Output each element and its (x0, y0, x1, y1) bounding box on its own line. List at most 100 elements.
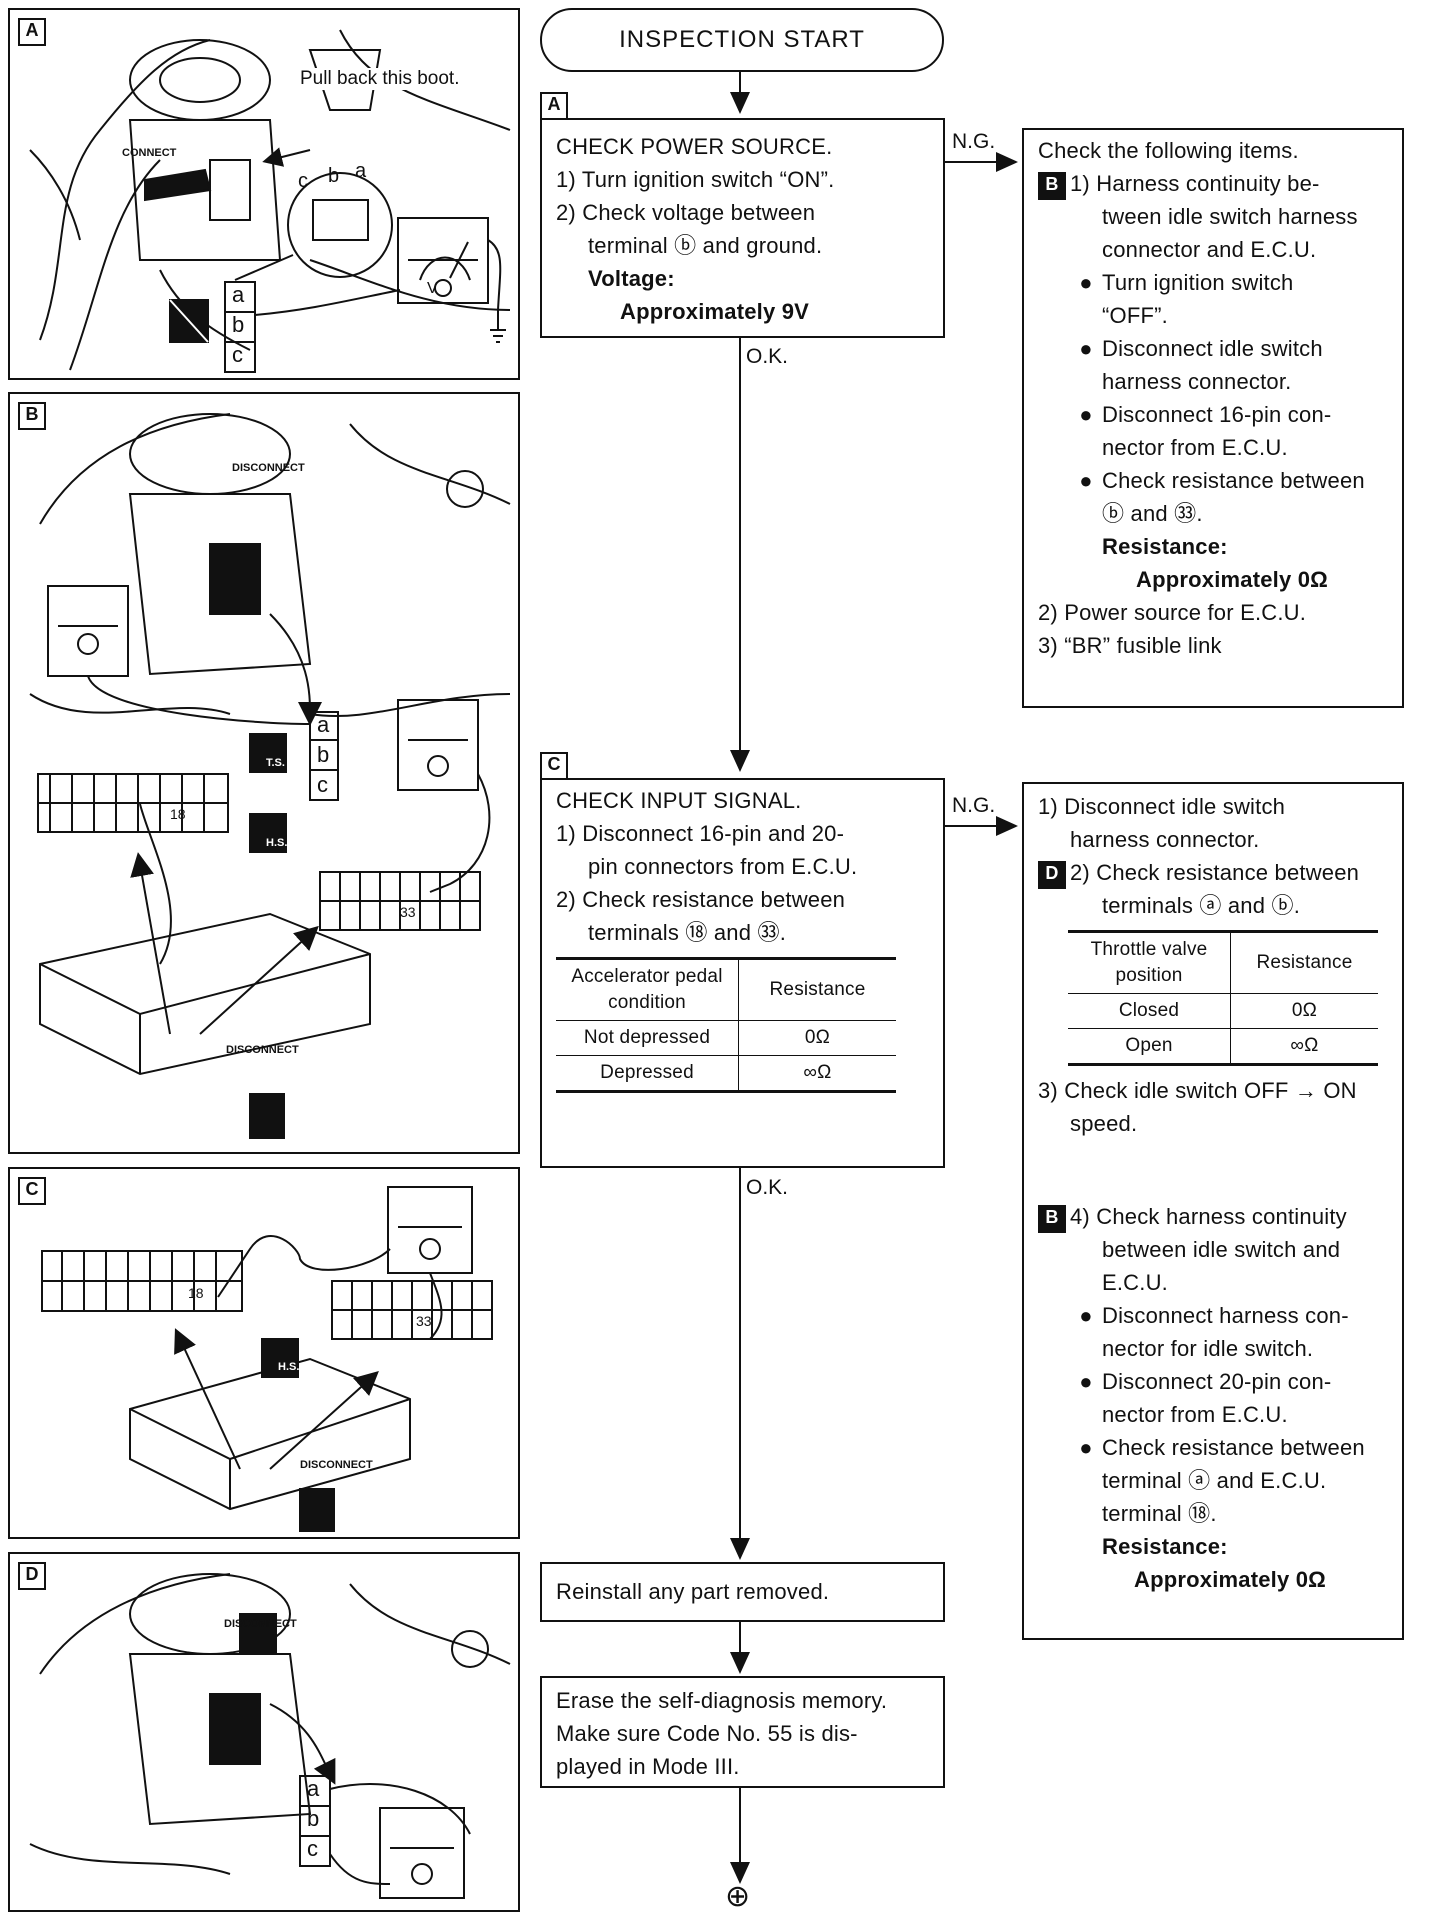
panel-letter-b: B (18, 402, 46, 430)
ng1-bullet-3a: Disconnect 16-pin con- (1102, 402, 1332, 427)
ng2-bullet-3b: terminal ⓐ and E.C.U. (1102, 1468, 1327, 1493)
ng2-resistance-value: Approximately 0Ω (1134, 1567, 1327, 1592)
ng1-title: Check the following items. (1038, 138, 1299, 163)
ok-label-1: O.K. (746, 345, 789, 368)
flow-end-connector-icon: ⊕ (725, 1880, 751, 1913)
pin-33-label-b: 33 (400, 904, 416, 920)
check-input-signal-box: CHECK INPUT SIGNAL. 1) Disconnect 16-pin… (540, 778, 945, 1168)
connector-pin-a-d: a (307, 1776, 320, 1801)
table-row: Depressed ∞Ω (556, 1055, 896, 1093)
connector-pin-b-d: b (307, 1806, 320, 1831)
ng2-line-3a: 3) Check idle switch OFF → ON (1038, 1078, 1357, 1103)
connector-pin-c-d: c (307, 1836, 318, 1861)
ng2-bullet-3a: Check resistance between (1102, 1435, 1365, 1460)
pin-18-label-c: 18 (188, 1285, 204, 1301)
ng1-bullet-1b: “OFF”. (1102, 303, 1168, 328)
input-line-1a: 1) Disconnect 16-pin and 20- (556, 821, 845, 846)
table-row: Not depressed 0Ω (556, 1020, 896, 1056)
ng2-bullet-3c: terminal ⑱. (1102, 1501, 1217, 1526)
connector-pin-b: b (232, 312, 245, 337)
table-header-resistance: Resistance (1230, 930, 1378, 994)
table-cell: 0Ω (738, 1020, 896, 1056)
ng2-bullet-1b: nector for idle switch. (1102, 1336, 1314, 1361)
pin-18-label-b: 18 (170, 806, 186, 822)
pin-33-label-c: 33 (416, 1313, 432, 1329)
voltage-value: Approximately 9V (620, 299, 810, 324)
engine-illustration-d (29, 1573, 511, 1899)
table-cell: Open (1068, 1028, 1231, 1066)
input-line-2b: terminals ⑱ and ㉝. (588, 920, 787, 945)
ng2-bullet-1a: Disconnect harness con- (1102, 1303, 1349, 1328)
ng2-line-2a: 2) Check resistance between (1070, 860, 1360, 885)
disconnect-label-b1: DISCONNECT (232, 462, 305, 474)
illustration-panel-a: A (8, 8, 520, 380)
pull-back-boot-callout: Pull back this boot. (300, 68, 460, 90)
ng1-bullet-2b: harness connector. (1102, 369, 1292, 394)
ng2-line-4a: 4) Check harness continuity (1070, 1204, 1347, 1229)
table-row: Accelerator pedal condition Resistance (556, 957, 896, 1021)
ng1-resistance-value: Approximately 0Ω (1136, 567, 1329, 592)
input-line-2a: 2) Check resistance between (556, 887, 846, 912)
power-line-2: 2) Check voltage between (556, 200, 816, 225)
ng1-item-3: 3) “BR” fusible link (1038, 633, 1222, 658)
pin-callout-c: c (298, 170, 308, 192)
hs-label-b: H.S. (266, 837, 288, 849)
ng1-bullet-4b: ⓑ and ㉝. (1102, 501, 1203, 526)
connector-pin-a-b: a (317, 712, 330, 737)
table-header-pedal: Accelerator pedal condition (556, 957, 739, 1021)
ng2-line-1b: harness connector. (1070, 827, 1260, 852)
ng-label-1: N.G. (952, 130, 996, 153)
table-row: Open ∞Ω (1068, 1028, 1378, 1066)
hs-label-a: H.S. (186, 346, 208, 358)
erase-line-2: Make sure Code No. 55 is dis- (556, 1721, 858, 1746)
ng1-bullet-2a: Disconnect idle switch (1102, 336, 1323, 361)
ng1-item-1b: tween idle switch harness (1102, 204, 1358, 229)
erase-memory-box: Erase the self-diagnosis memory. Make su… (540, 1676, 945, 1788)
input-title: CHECK INPUT SIGNAL. (556, 788, 802, 813)
power-line-3: terminal ⓑ and ground. (588, 233, 823, 258)
ng1-resistance-label: Resistance: (1102, 534, 1228, 559)
ng2-bullet-2a: Disconnect 20-pin con- (1102, 1369, 1332, 1394)
throttle-resistance-table: Throttle valve position Resistance Close… (1068, 930, 1378, 1066)
engine-ecu-illustration-b (29, 413, 511, 1139)
bullet-icon: ● (1079, 1435, 1093, 1460)
connector-pin-c-b: c (317, 772, 328, 797)
table-row: Throttle valve position Resistance (1068, 930, 1378, 994)
ng2-line-1a: 1) Disconnect idle switch (1038, 794, 1286, 819)
disconnect-label-b2: DISCONNECT (226, 1044, 299, 1056)
ng2-line-4b: between idle switch and (1102, 1237, 1341, 1262)
illustration-panel-c: C 18 33 H.S. DISCONNECT (8, 1167, 520, 1539)
ng2-marker-d: D (1038, 861, 1066, 889)
table-row: Closed 0Ω (1068, 993, 1378, 1029)
bullet-icon: ● (1079, 468, 1093, 493)
ng2-line-4c: E.C.U. (1102, 1270, 1168, 1295)
ng2-resistance-label: Resistance: (1102, 1534, 1228, 1559)
ng-label-2: N.G. (952, 794, 996, 817)
connector-pin-c: c (232, 342, 243, 367)
ts-label: T.S. (266, 757, 285, 769)
power-title: CHECK POWER SOURCE. (556, 134, 833, 159)
ng-items-box-2: 1) Disconnect idle switch harness connec… (1022, 782, 1404, 1640)
engine-illustration-a (29, 29, 511, 373)
connector-pin-a: a (232, 282, 245, 307)
table-cell: ∞Ω (738, 1055, 896, 1093)
ng-items-box-1: Check the following items. B 1) Harness … (1022, 128, 1404, 708)
table-header-resistance: Resistance (738, 957, 896, 1021)
bullet-icon: ● (1079, 270, 1093, 295)
reinstall-box: Reinstall any part removed. (540, 1562, 945, 1622)
bullet-icon: ● (1079, 402, 1093, 427)
step-marker-c: C (540, 752, 568, 780)
reinstall-text: Reinstall any part removed. (556, 1579, 830, 1604)
panel-letter-a: A (18, 18, 46, 46)
power-line-1: 1) Turn ignition switch “ON”. (556, 167, 835, 192)
table-cell: Closed (1068, 993, 1231, 1029)
ecu-illustration-c (41, 1186, 493, 1532)
step-marker-a: A (540, 92, 568, 120)
table-cell: 0Ω (1230, 993, 1378, 1029)
ng1-bullet-1a: Turn ignition switch (1102, 270, 1294, 295)
erase-line-3: played in Mode III. (556, 1754, 740, 1779)
bullet-icon: ● (1079, 336, 1093, 361)
disconnect-label-d: DISCONNECT (224, 1618, 297, 1630)
voltmeter-v-symbol: V (427, 280, 438, 297)
